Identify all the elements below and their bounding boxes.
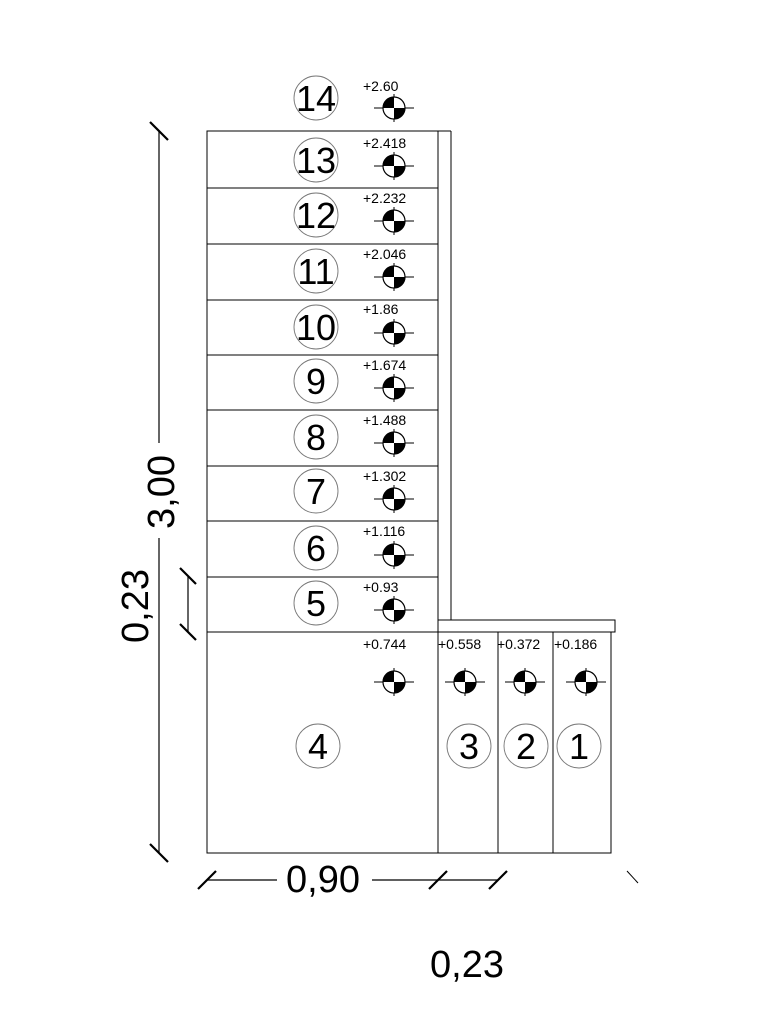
level-marker-icon (374, 596, 414, 624)
level-label-10: +1.86 (363, 301, 399, 317)
svg-text:10: 10 (296, 307, 336, 348)
level-label-14: +2.60 (363, 78, 399, 94)
level-label-13: +2.418 (363, 135, 406, 151)
level-marker-icon (566, 668, 606, 696)
step-number-11: 11 (293, 248, 339, 294)
step-number-3: 3 (446, 723, 492, 769)
dimension-tread-horizontal-label: 0,23 (430, 944, 504, 986)
step-number-9: 9 (293, 358, 339, 404)
step-number-13: 13 (293, 137, 339, 183)
level-marker-icon (374, 263, 414, 291)
svg-text:2: 2 (516, 726, 536, 767)
level-marker-icon (374, 152, 414, 180)
level-markers (374, 94, 606, 696)
svg-text:13: 13 (296, 140, 336, 181)
svg-text:9: 9 (306, 361, 326, 402)
landing-and-lower-flight (206, 619, 616, 854)
dimension-end-tick (626, 870, 639, 884)
svg-text:11: 11 (297, 251, 334, 292)
level-label-2: +0.372 (497, 636, 540, 652)
level-label-6: +1.116 (363, 523, 405, 539)
step-number-2: 2 (503, 723, 549, 769)
level-label-11: +2.046 (363, 246, 406, 262)
svg-text:6: 6 (306, 528, 326, 569)
svg-text:7: 7 (306, 471, 326, 512)
step-numbers: 14 13 12 11 10 9 8 7 6 5 4 3 2 1 (293, 75, 602, 769)
step-number-7: 7 (293, 468, 339, 514)
svg-text:14: 14 (296, 78, 336, 119)
svg-text:4: 4 (308, 726, 328, 767)
svg-text:3: 3 (459, 726, 479, 767)
level-marker-icon (374, 429, 414, 457)
level-marker-icon (374, 668, 414, 696)
level-label-1: +0.186 (554, 636, 597, 652)
level-marker-icon (374, 207, 414, 235)
level-label-5: +0.93 (363, 579, 399, 595)
dimension-tread-vertical: 0,23 (115, 567, 197, 643)
level-label-8: +1.488 (363, 412, 406, 428)
level-marker-icon (374, 541, 414, 569)
dimension-tread-vertical-label: 0,23 (115, 569, 157, 643)
dimension-total-length: 3,00 (141, 121, 183, 863)
step-number-12: 12 (293, 192, 339, 238)
dimension-total-length-label: 3,00 (141, 455, 183, 529)
step-number-6: 6 (293, 525, 339, 571)
level-marker-icon (445, 668, 485, 696)
level-marker-icon (505, 668, 545, 696)
dimension-landing-width-label: 0,90 (286, 859, 360, 901)
level-label-9: +1.674 (363, 357, 406, 373)
dimension-landing-width: 0,90 (197, 859, 508, 901)
level-marker-icon (374, 319, 414, 347)
level-label-12: +2.232 (363, 190, 406, 206)
level-label-7: +1.302 (363, 468, 406, 484)
svg-text:8: 8 (306, 417, 326, 458)
step-number-8: 8 (293, 414, 339, 460)
step-number-1: 1 (556, 723, 602, 769)
level-label-3: +0.558 (438, 636, 481, 652)
step-number-4: 4 (295, 723, 341, 769)
step-number-5: 5 (293, 580, 339, 626)
level-marker-icon (374, 374, 414, 402)
level-label-4: +0.744 (363, 636, 406, 652)
level-labels: +2.60 +2.418 +2.232 +2.046 +1.86 +1.674 … (363, 78, 597, 652)
svg-text:1: 1 (569, 726, 589, 767)
level-marker-icon (374, 94, 414, 122)
svg-text:5: 5 (306, 583, 326, 624)
step-number-10: 10 (293, 304, 339, 350)
level-marker-icon (374, 485, 414, 513)
step-number-14: 14 (293, 75, 339, 121)
svg-text:12: 12 (296, 195, 336, 236)
